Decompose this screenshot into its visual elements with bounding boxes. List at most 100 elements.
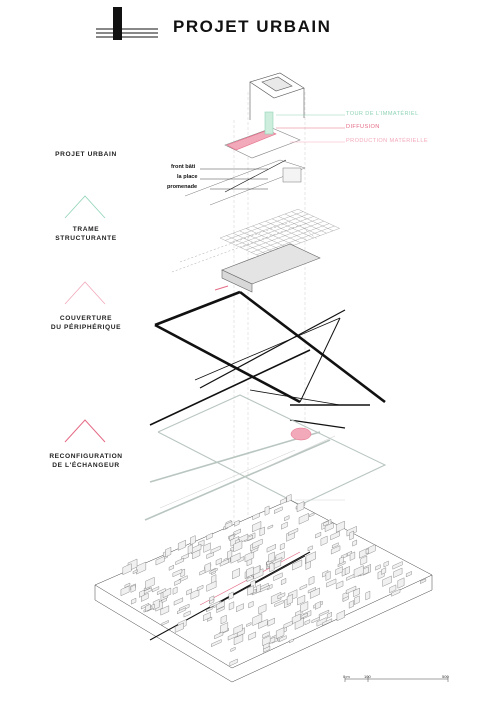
city-block (233, 528, 241, 536)
city-block (258, 603, 267, 615)
city-block (368, 544, 376, 555)
callout-production: PRODUCTION MATÉRIELLE (346, 138, 428, 144)
city-block (397, 577, 405, 589)
page-title: PROJET URBAIN (173, 17, 332, 36)
city-block (335, 566, 343, 576)
section-line2: STRUCTURANTE (55, 235, 117, 242)
city-block (307, 545, 313, 552)
layer-dotted (171, 221, 319, 273)
city-block (228, 601, 235, 611)
city-block (248, 600, 254, 609)
city-block (161, 620, 169, 626)
city-block (300, 612, 308, 619)
grid-line (251, 223, 330, 253)
city-block (165, 546, 172, 558)
city-block (232, 567, 240, 580)
city-block (220, 622, 229, 634)
city-block (345, 585, 357, 595)
grid-line (256, 225, 335, 255)
city-block (173, 597, 183, 606)
city-block (211, 639, 222, 647)
city-block (267, 617, 275, 627)
section-label-projet-urbain: PROJET URBAIN (21, 150, 151, 159)
city-block (272, 557, 283, 565)
section-line2: DU PÉRIPHÉRIQUE (50, 324, 122, 331)
city-block (324, 522, 334, 533)
city-block (229, 658, 238, 667)
chevron-icon-teal (64, 195, 106, 219)
city-block (283, 620, 293, 629)
city-block (391, 588, 401, 597)
city-block (289, 638, 294, 644)
city-block (236, 603, 244, 613)
city-block (246, 575, 254, 582)
city-block (277, 592, 286, 600)
city-block (247, 585, 254, 596)
city-block (230, 552, 241, 564)
city-block (252, 538, 263, 549)
city-block (190, 535, 196, 546)
city-block (130, 584, 136, 593)
city-block (310, 587, 320, 599)
section-label-reconfiguration: RECONFIGURATION DE L'ÉCHANGEUR (21, 452, 151, 470)
city-block (266, 543, 276, 553)
city-block (214, 631, 224, 640)
guide-lines (233, 92, 306, 540)
city-block (162, 587, 172, 599)
callout-diffusion: DIFFUSION (346, 124, 380, 130)
section-line1: PROJET URBAIN (55, 151, 117, 158)
city-block (389, 584, 397, 594)
city-block (233, 633, 244, 646)
layer-label-front-bati: front bâti (171, 164, 196, 170)
city-block (152, 586, 160, 593)
city-block (288, 527, 299, 536)
city-block (260, 582, 269, 590)
city-block (318, 609, 330, 617)
scale-bar (344, 676, 449, 682)
city-block (210, 545, 221, 554)
city-block (267, 524, 274, 530)
scale-label-end: 500 (442, 674, 449, 679)
city-block (174, 578, 181, 586)
city-block (344, 566, 350, 576)
city-block (204, 562, 211, 574)
city-block (274, 600, 284, 607)
city-block (199, 569, 206, 576)
city-block (352, 539, 357, 547)
city-block (155, 555, 165, 566)
city-block (322, 618, 333, 626)
city-block (262, 631, 270, 639)
section-label-couverture: COUVERTURE DU PÉRIPHÉRIQUE (21, 314, 151, 332)
city-block (286, 494, 292, 503)
city-block (209, 599, 215, 605)
layer-road-network (149, 290, 386, 429)
city-block (203, 542, 211, 553)
city-block (297, 594, 306, 606)
city-block (131, 597, 137, 605)
city-block (145, 576, 155, 590)
city-block (392, 561, 403, 570)
city-block (207, 616, 213, 622)
section-label-trame: TRAME STRUCTURANTE (21, 225, 151, 243)
city-block (186, 588, 192, 596)
city-block (284, 515, 290, 522)
city-block (252, 521, 262, 533)
city-block (393, 567, 403, 578)
city-block (311, 616, 320, 624)
section-line1: RECONFIGURATION (49, 453, 123, 460)
city-block (174, 622, 184, 633)
city-block (309, 512, 315, 518)
city-block (177, 607, 186, 615)
city-block (157, 588, 166, 596)
city-block (230, 646, 236, 652)
city-block (323, 520, 329, 527)
city-block (220, 614, 227, 625)
city-block (172, 586, 178, 595)
city-block (320, 535, 328, 546)
city-block (175, 557, 184, 566)
city-block (192, 549, 201, 560)
city-block (268, 551, 275, 563)
city-buildings (120, 494, 427, 667)
city-block (365, 590, 371, 601)
city-block (315, 531, 322, 539)
